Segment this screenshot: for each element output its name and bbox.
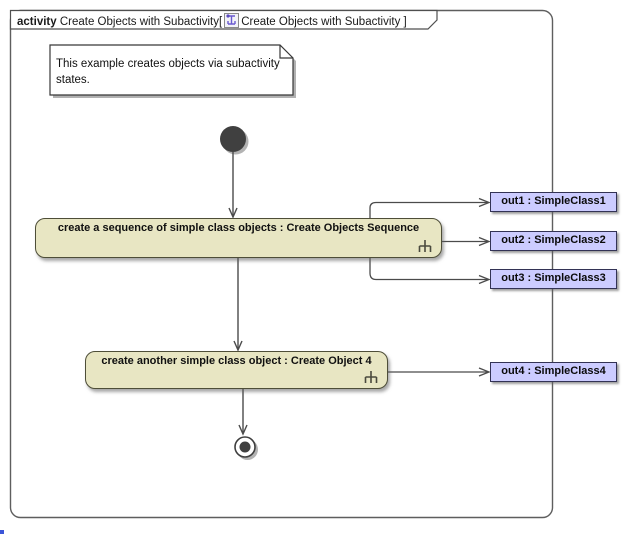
object-flow-to-out3[interactable] bbox=[369, 258, 491, 285]
action-label: create a sequence of simple class object… bbox=[57, 222, 420, 234]
action-create-object-4[interactable]: create another simple class object : Cre… bbox=[85, 351, 388, 389]
arrowhead-icon bbox=[478, 274, 491, 285]
note-fold-corner-icon bbox=[279, 45, 293, 59]
frame-title: activity Create Objects with Subactivity… bbox=[17, 13, 435, 28]
control-flow-action2-to-final[interactable] bbox=[238, 389, 248, 436]
note-shape[interactable] bbox=[49, 44, 296, 98]
arrowhead-icon bbox=[478, 197, 491, 208]
arrowhead-icon bbox=[478, 367, 491, 377]
arrowhead-icon bbox=[233, 340, 243, 352]
arrowhead-icon bbox=[238, 424, 248, 436]
output-pin-out3[interactable]: out3 : SimpleClass3 bbox=[490, 269, 617, 289]
rake-icon bbox=[418, 239, 432, 253]
initial-node[interactable] bbox=[220, 126, 249, 155]
frame-activity-name: Create Objects with Subactivity[ bbox=[59, 16, 223, 28]
output-pin-out4[interactable]: out4 : SimpleClass4 bbox=[490, 362, 617, 382]
frame-keyword: activity bbox=[17, 16, 57, 28]
control-flow-initial-to-action1[interactable] bbox=[228, 152, 238, 219]
selection-artifact bbox=[0, 530, 4, 534]
activity-final-node[interactable] bbox=[234, 436, 258, 460]
object-flow-to-out1[interactable] bbox=[369, 197, 491, 219]
frame-tab[interactable] bbox=[9, 9, 438, 30]
arrowhead-icon bbox=[228, 207, 238, 219]
object-flow-to-out4[interactable] bbox=[388, 367, 491, 377]
note-text[interactable]: This example creates objects via subacti… bbox=[56, 58, 280, 86]
activity-diagram-icon bbox=[224, 13, 240, 28]
rake-icon bbox=[364, 370, 378, 384]
output-pin-out2[interactable]: out2 : SimpleClass2 bbox=[490, 231, 617, 251]
arrowhead-icon bbox=[478, 236, 491, 247]
action-create-objects-sequence[interactable]: create a sequence of simple class object… bbox=[35, 218, 442, 258]
action-label: create another simple class object : Cre… bbox=[101, 355, 372, 367]
object-flow-to-out2[interactable] bbox=[442, 236, 491, 247]
frame-diagram-name: Create Objects with Subactivity ] bbox=[241, 16, 407, 28]
output-pin-out1[interactable]: out1 : SimpleClass1 bbox=[490, 192, 617, 212]
control-flow-action1-to-action2[interactable] bbox=[233, 258, 243, 352]
